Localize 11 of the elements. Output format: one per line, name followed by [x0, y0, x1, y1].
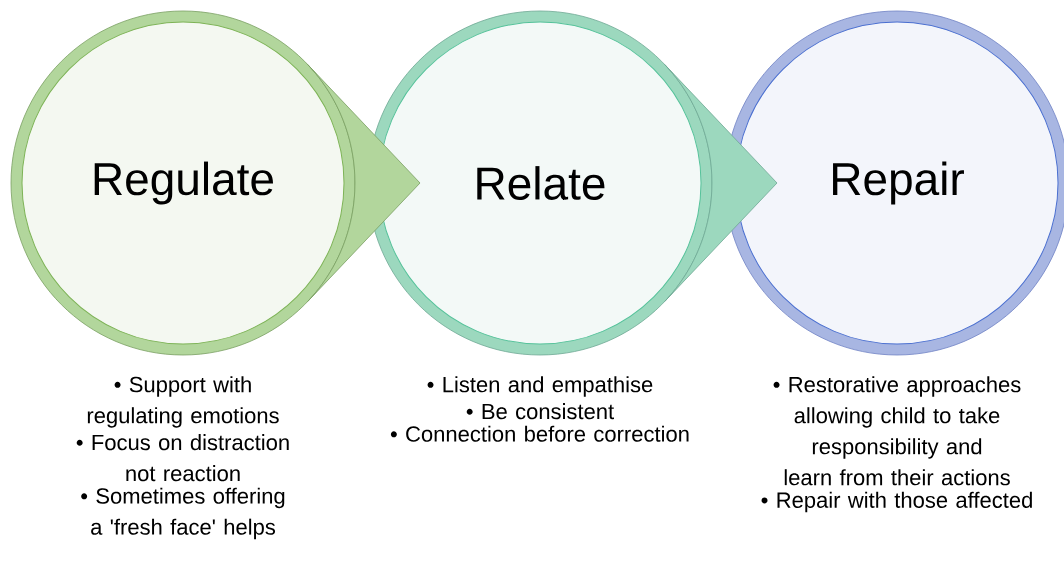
bullet-point: • Support with regulating emotions [87, 376, 279, 428]
bullet-point: • Connection before correction [390, 425, 689, 442]
pointer-arrow [307, 64, 421, 302]
bullet-point: • Sometimes offering a 'fresh face' helps [81, 487, 285, 540]
bullet-point: • Be consistent [466, 403, 614, 420]
bullet-point: • Focus on distraction not reaction [76, 434, 289, 482]
circle-node: Repair [724, 10, 1064, 356]
pointer-arrow [664, 64, 778, 302]
bullet-point: • Restorative approaches allowing child to take responsibility and learn from their actions [773, 376, 1021, 486]
bullet-point: • Repair with those affected [761, 491, 1032, 513]
bullet-point: • Listen and empathise [427, 376, 653, 397]
